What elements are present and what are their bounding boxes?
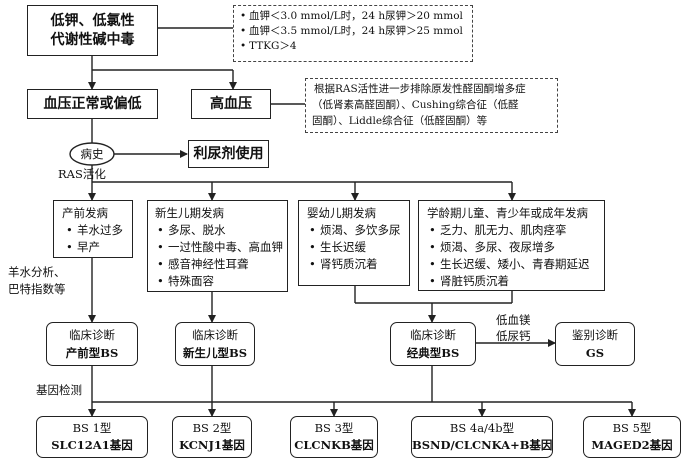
hypokalemia-line1: 低钾、低氯性 [50, 13, 135, 29]
symptom-item: 肾脏钙质沉着 [429, 273, 590, 290]
ras-note-box: 根据RAS活性进一步排除原发性醛固酮增多症 （低肾素高醛固酮）、Cushing综… [305, 78, 558, 133]
onset-school-box: 学龄期儿童、青少年或成年发病 乏力、肌无力、肌肉痉挛 烦渴、多尿、夜尿增多 生长… [418, 200, 605, 291]
onset-prenatal-list: 羊水过多 早产 [66, 222, 123, 256]
bp-normal-label: 血压正常或偏低 [43, 96, 142, 112]
onset-neonatal-box: 新生儿期发病 多尿、脱水 一过性酸中毒、高血钾 感音神经性耳聋 特殊面容 [147, 200, 288, 292]
criteria-list: 血钾＜3.0 mmol/L时，24 h尿钾＞20 mmol 血钾＜3.5 mmo… [240, 9, 463, 54]
criteria-item: 血钾＜3.5 mmol/L时，24 h尿钾＞25 mmol [240, 24, 463, 39]
ras-activation-label: RAS活化 [58, 167, 106, 181]
mg-note-line1: 低血镁 [496, 313, 531, 327]
diuretic-label: 利尿剂使用 [193, 146, 264, 162]
diagnosis-classic-name: 经典型BS [406, 346, 460, 360]
diagnosis-prenatal-name: 产前型BS [65, 346, 119, 360]
criteria-box: 血钾＜3.0 mmol/L时，24 h尿钾＞20 mmol 血钾＜3.5 mmo… [233, 5, 473, 62]
symptom-item: 乏力、肌无力、肌肉痉挛 [429, 222, 590, 239]
diagnosis-label: 临床诊断 [410, 328, 456, 342]
gene-name: CLCNKB基因 [294, 438, 374, 452]
diuretic-box: 利尿剂使用 [188, 140, 269, 168]
symptom-item: 烦渴、多饮多尿 [309, 222, 401, 239]
gene-box-bs4: BS 4a/4b型 BSND/CLCNKA+B基因 [411, 416, 553, 458]
differential-label: 鉴别诊断 [572, 328, 618, 342]
gene-type: BS 4a/4b型 [449, 421, 515, 435]
symptom-item: 羊水过多 [66, 222, 123, 239]
symptom-item: 特殊面容 [157, 273, 283, 290]
symptom-item: 一过性酸中毒、高血钾 [157, 239, 283, 256]
gene-box-bs5: BS 5型 MAGED2基因 [583, 416, 681, 458]
ras-note-line1: 根据RAS活性进一步排除原发性醛固酮增多症 [314, 83, 526, 95]
onset-infant-box: 婴幼儿期发病 烦渴、多饮多尿 生长迟缓 肾钙质沉着 [298, 200, 410, 286]
gene-box-bs3: BS 3型 CLCNKB基因 [290, 416, 378, 458]
onset-neonatal-title: 新生儿期发病 [155, 206, 224, 220]
gene-type: BS 1型 [72, 421, 112, 435]
symptom-item: 早产 [66, 239, 123, 256]
history-label: 病史 [80, 147, 104, 161]
diagnosis-label: 临床诊断 [192, 328, 238, 342]
gene-name: BSND/CLCNKA+B基因 [412, 438, 553, 452]
diagnosis-classic-box: 临床诊断 经典型BS [390, 322, 476, 366]
amniotic-note-line1: 羊水分析、 [8, 265, 66, 279]
diagnosis-prenatal-box: 临床诊断 产前型BS [46, 322, 138, 366]
mg-note-line2: 低尿钙 [496, 329, 531, 343]
symptom-item: 感音神经性耳聋 [157, 256, 283, 273]
gene-name: SLC12A1基因 [51, 438, 133, 452]
onset-neonatal-list: 多尿、脱水 一过性酸中毒、高血钾 感音神经性耳聋 特殊面容 [157, 222, 283, 290]
gene-box-bs1: BS 1型 SLC12A1基因 [36, 416, 148, 458]
differential-box: 鉴别诊断 GS [555, 322, 635, 366]
symptom-item: 多尿、脱水 [157, 222, 283, 239]
criteria-item: TTKG＞4 [240, 39, 463, 54]
ras-note-line3: 固酮）、Liddle综合征（低醛固酮）等 [312, 115, 488, 127]
gene-name: KCNJ1基因 [179, 438, 245, 452]
diagnosis-neonatal-name: 新生儿型BS [182, 346, 248, 360]
onset-prenatal-title: 产前发病 [62, 206, 108, 220]
onset-school-title: 学龄期儿童、青少年或成年发病 [427, 206, 588, 220]
gene-type: BS 5型 [612, 421, 652, 435]
gene-name: MAGED2基因 [591, 438, 673, 452]
criteria-item: 血钾＜3.0 mmol/L时，24 h尿钾＞20 mmol [240, 9, 463, 24]
gene-type: BS 2型 [192, 421, 232, 435]
onset-infant-title: 婴幼儿期发病 [307, 206, 376, 220]
history-ellipse [69, 142, 115, 166]
symptom-item: 烦渴、多尿、夜尿增多 [429, 239, 590, 256]
hypokalemia-box: 低钾、低氯性 代谢性碱中毒 [27, 5, 158, 56]
bp-high-box: 高血压 [191, 89, 271, 119]
diagnosis-label: 临床诊断 [69, 328, 115, 342]
onset-prenatal-box: 产前发病 羊水过多 早产 [53, 200, 133, 258]
gene-box-bs2: BS 2型 KCNJ1基因 [172, 416, 252, 458]
symptom-item: 生长迟缓 [309, 239, 401, 256]
hypokalemia-line2: 代谢性碱中毒 [50, 32, 135, 48]
bp-high-label: 高血压 [210, 96, 252, 112]
bp-normal-box: 血压正常或偏低 [27, 89, 158, 119]
ras-note-line2: （低肾素高醛固酮）、Cushing综合征（低醛 [312, 99, 519, 111]
differential-name: GS [585, 346, 605, 360]
onset-school-list: 乏力、肌无力、肌肉痉挛 烦渴、多尿、夜尿增多 生长迟缓、矮小、青春期延迟 肾脏钙… [429, 222, 590, 290]
symptom-item: 生长迟缓、矮小、青春期延迟 [429, 256, 590, 273]
gene-test-label: 基因检测 [36, 383, 82, 397]
amniotic-note-line2: 巴特指数等 [8, 282, 66, 296]
diagnosis-neonatal-box: 临床诊断 新生儿型BS [175, 322, 255, 366]
onset-infant-list: 烦渴、多饮多尿 生长迟缓 肾钙质沉着 [309, 222, 401, 273]
gene-type: BS 3型 [314, 421, 354, 435]
symptom-item: 肾钙质沉着 [309, 256, 401, 273]
